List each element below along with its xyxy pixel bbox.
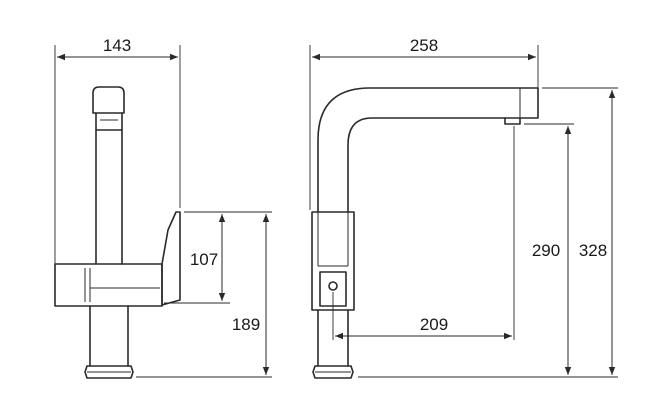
side-lever (161, 211, 181, 306)
front-spout (317, 87, 539, 213)
front-view: 258 290 328 209 (309, 36, 618, 379)
dim-label-side-width: 143 (103, 36, 131, 55)
front-base (312, 365, 354, 379)
side-base (84, 365, 134, 379)
dim-label-front-base-to-outlet: 209 (420, 315, 448, 334)
dim-label-side-lever: 107 (190, 250, 218, 269)
front-aerator (504, 117, 521, 125)
dim-label-front-reach: 258 (410, 36, 438, 55)
dim-label-side-body: 189 (232, 315, 260, 334)
side-handle-stem (95, 112, 123, 131)
side-body-block (54, 263, 163, 307)
side-lever-cap (92, 86, 125, 114)
dim-label-front-total-height: 328 (579, 241, 607, 260)
dim-label-front-spout-height: 290 (532, 241, 560, 260)
side-view: 143 107 189 (54, 36, 272, 379)
